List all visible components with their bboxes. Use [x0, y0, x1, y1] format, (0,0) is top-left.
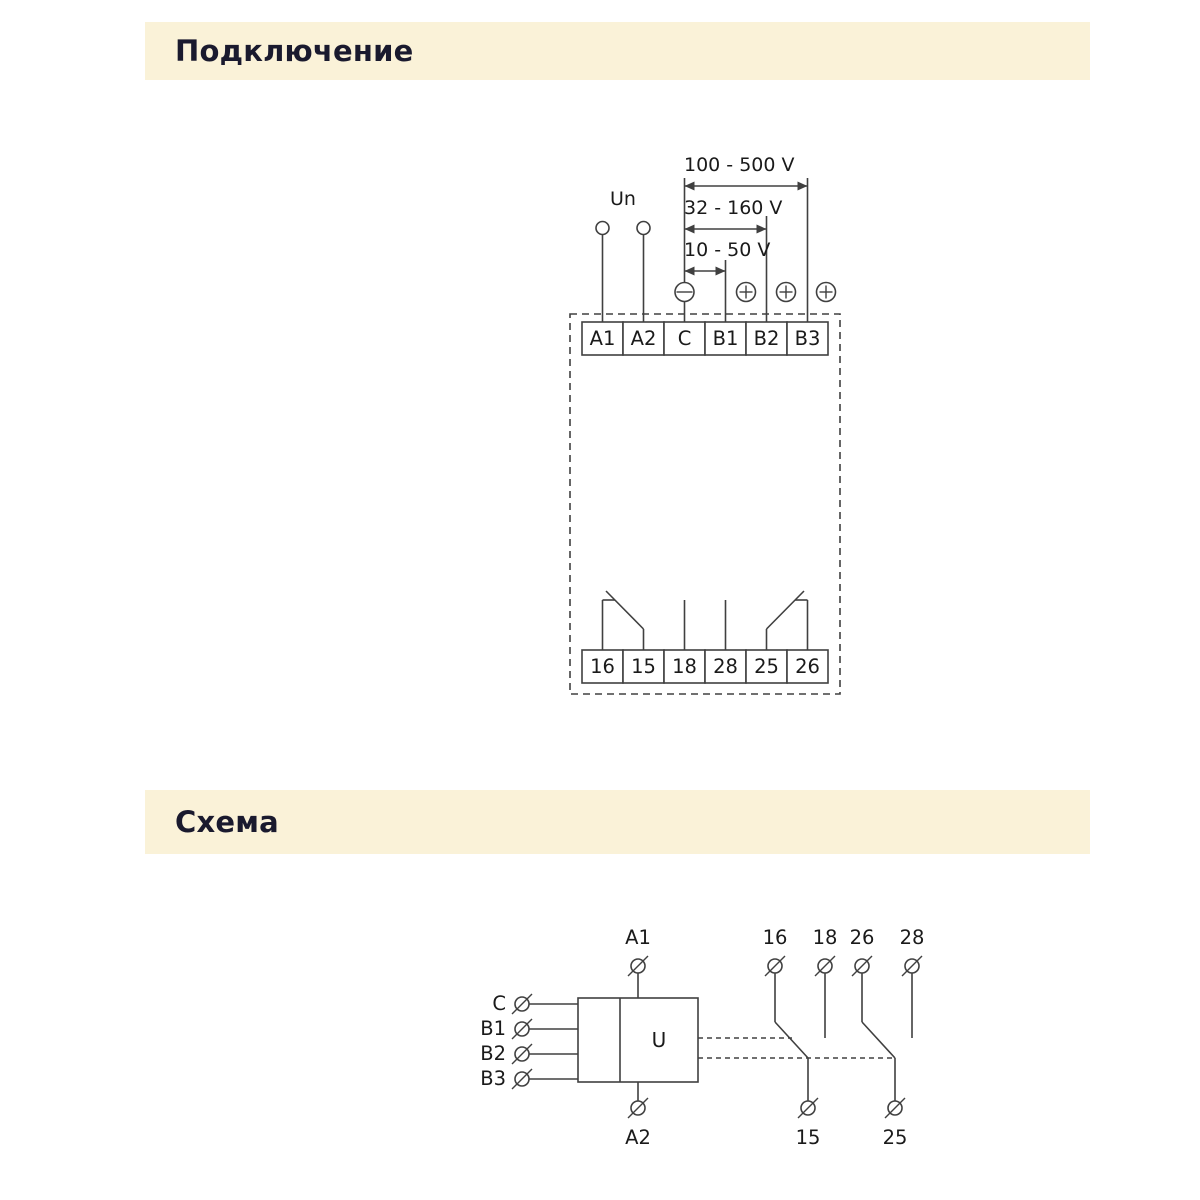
- schematic-diagram: U A1 A2 C B1: [480, 926, 924, 1149]
- screw-terminal-icon: [901, 955, 923, 977]
- terminal-label: C: [678, 327, 692, 350]
- voltage-range-annotations: 100 - 500 V 32 - 160 V 10 - 50 V: [684, 154, 808, 276]
- contact-arm: [861, 1021, 896, 1059]
- terminal-label-16: 16: [763, 926, 788, 949]
- terminal-label-b2: B2: [480, 1042, 506, 1065]
- section-header-scheme: Схема: [145, 790, 1090, 854]
- measuring-unit: U: [577, 997, 699, 1083]
- screw-terminal-icon: [511, 993, 533, 1015]
- bottom-terminal-row: 16 15 18 28 25 26: [581, 649, 829, 684]
- terminal-label-25: 25: [883, 1126, 908, 1149]
- terminal-label: B3: [795, 327, 821, 350]
- arrowhead-icon: [797, 181, 808, 191]
- screw-terminal-icon: [511, 1018, 533, 1040]
- arrowhead-icon: [715, 266, 726, 276]
- terminal-label: B1: [713, 327, 739, 350]
- terminal-label-a2: A2: [625, 1126, 651, 1149]
- terminal-label-15: 15: [796, 1126, 821, 1149]
- screw-terminal-icon: [511, 1043, 533, 1065]
- terminal-cell: [663, 649, 706, 684]
- supply-input: Un: [595, 188, 651, 322]
- polarity-symbols: [674, 281, 837, 303]
- terminal-cell: [786, 649, 829, 684]
- terminal-label: 25: [754, 655, 779, 678]
- screw-terminal-icon: [884, 1097, 906, 1119]
- screw-terminal-icon: [511, 1068, 533, 1090]
- terminal-cell: [622, 649, 665, 684]
- terminal-label: A2: [631, 327, 657, 350]
- screw-terminal-icon: [814, 955, 836, 977]
- range-label-high: 100 - 500 V: [684, 154, 795, 176]
- mechanical-linkage: [698, 1037, 893, 1059]
- contact-arm-15: [605, 590, 645, 630]
- section-title-scheme: Схема: [175, 805, 279, 839]
- measuring-inputs: C B1 B2 B3: [480, 992, 578, 1090]
- section-header-connection: Подключение: [145, 22, 1090, 80]
- terminal-label-a1: A1: [625, 926, 651, 949]
- screw-terminal-icon: [627, 1097, 649, 1119]
- supply-terminal-icon: [595, 220, 610, 236]
- terminal-label-18: 18: [813, 926, 838, 949]
- unit-box: [577, 997, 699, 1083]
- contact-arm-25: [765, 590, 805, 630]
- terminal-label-26: 26: [850, 926, 875, 949]
- terminal-label: 26: [795, 655, 820, 678]
- section-title-connection: Подключение: [175, 34, 414, 68]
- terminal-cell: [622, 321, 665, 356]
- terminal-label: 18: [672, 655, 697, 678]
- terminal-label-b1: B1: [480, 1017, 506, 1040]
- terminal-label-c: C: [492, 992, 506, 1015]
- contact-group-1: 16 18 15: [763, 926, 838, 1149]
- coil-terminal-a2: A2: [625, 1082, 651, 1149]
- connection-diagram: Un 100 - 500 V 32 - 160 V: [569, 154, 841, 695]
- terminal-label-28: 28: [900, 926, 925, 949]
- contact-arm: [774, 1021, 809, 1059]
- top-terminal-row: A1 A2 C B1 B2 B3: [581, 321, 829, 356]
- supply-terminal-icon: [636, 220, 651, 236]
- arrowhead-icon: [684, 266, 695, 276]
- screw-terminal-icon: [851, 955, 873, 977]
- range-label-mid: 32 - 160 V: [684, 197, 782, 219]
- device-outline: [569, 313, 841, 695]
- terminal-label: 16: [590, 655, 615, 678]
- terminal-label: 15: [631, 655, 656, 678]
- terminal-label-b3: B3: [480, 1067, 506, 1090]
- output-contacts: [601, 590, 809, 650]
- terminal-label: A1: [590, 327, 616, 350]
- screw-terminal-icon: [764, 955, 786, 977]
- terminal-cell: [786, 321, 829, 356]
- arrowhead-icon: [684, 181, 695, 191]
- range-label-low: 10 - 50 V: [684, 239, 770, 261]
- terminal-cell: [745, 321, 788, 356]
- supply-voltage-label: Un: [610, 188, 636, 210]
- coil-terminal-a1: A1: [625, 926, 651, 998]
- arrowhead-icon: [756, 224, 767, 234]
- terminal-label: 28: [713, 655, 738, 678]
- screw-terminal-icon: [797, 1097, 819, 1119]
- contact-group-2: 26 28 25: [850, 926, 925, 1149]
- arrowhead-icon: [684, 224, 695, 234]
- screw-terminal-icon: [627, 955, 649, 977]
- terminal-cell: [581, 649, 624, 684]
- unit-label: U: [652, 1028, 667, 1052]
- terminal-label: B2: [754, 327, 780, 350]
